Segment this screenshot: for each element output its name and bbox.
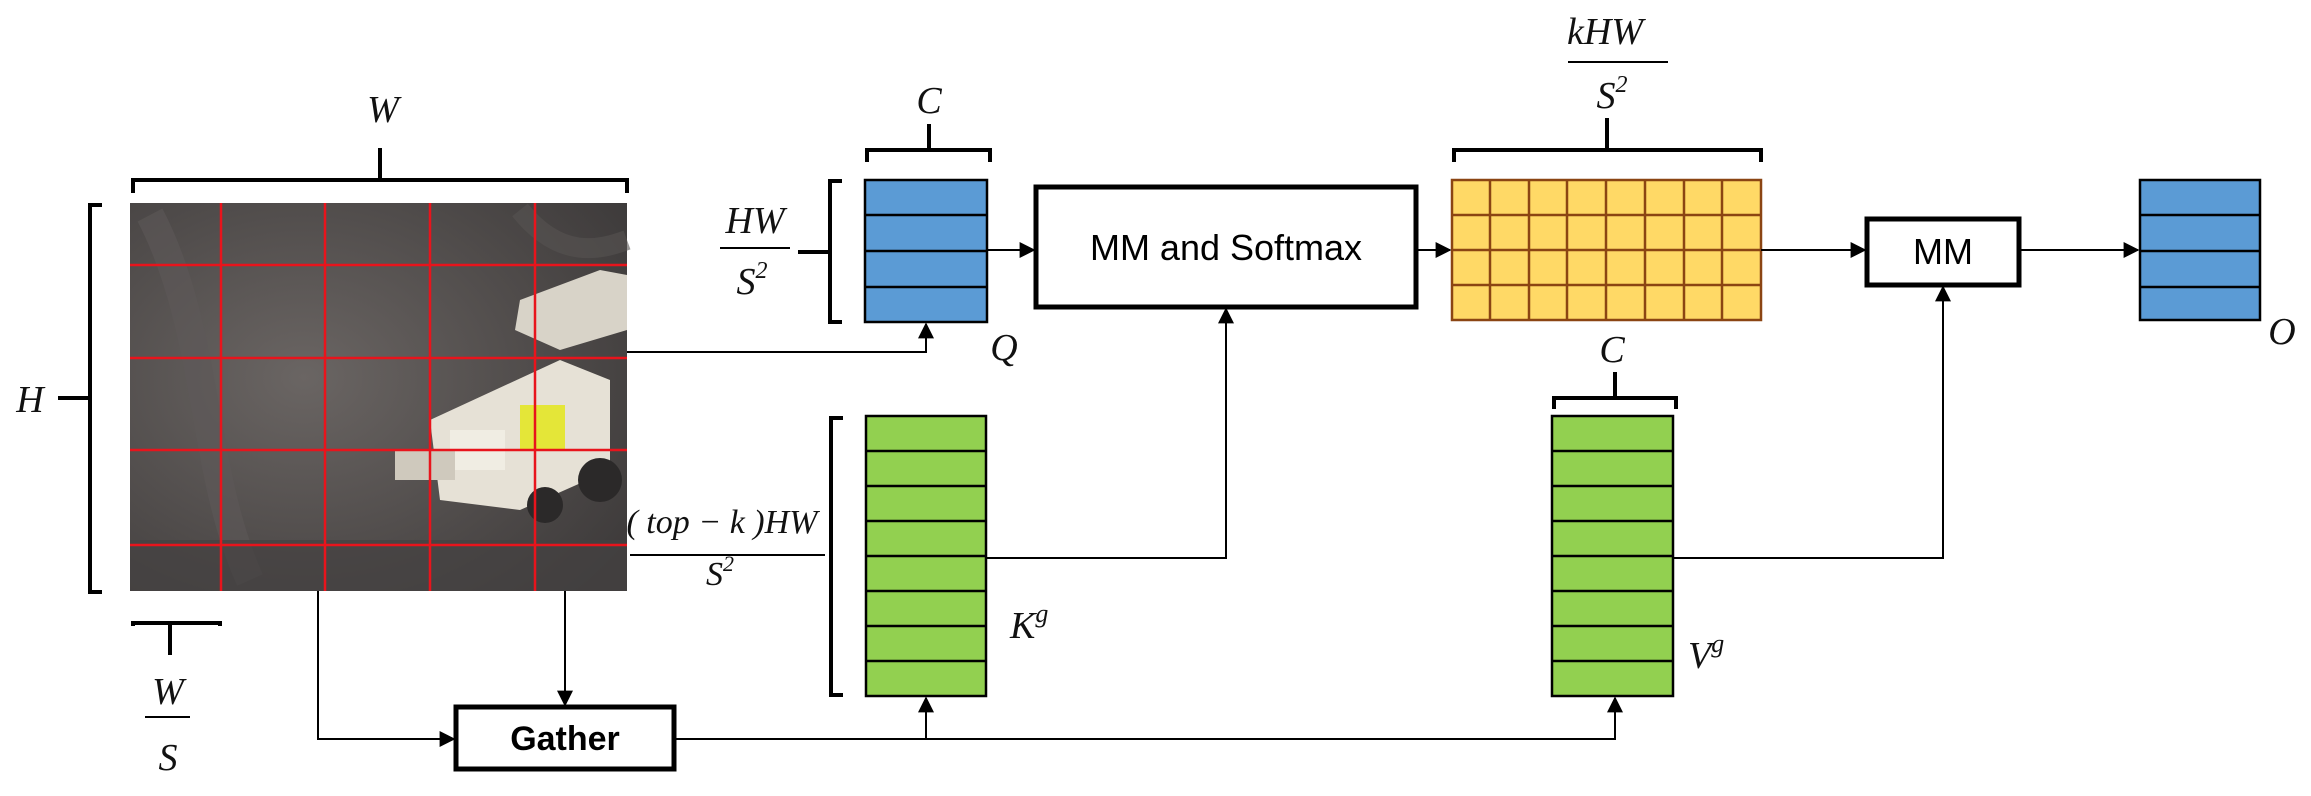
value-channels-label: C <box>1599 329 1625 371</box>
region-width-denominator: S <box>159 737 178 779</box>
output-matrix <box>2138 178 2262 322</box>
mm-softmax-label: MM and Softmax <box>1090 227 1362 268</box>
key-rows-denominator: S2 <box>706 551 734 593</box>
key-rows-numerator: ( top − k )HW <box>626 504 820 541</box>
query-rows-denominator: S2 <box>737 258 768 303</box>
key-name: Kg <box>1009 599 1048 647</box>
gather-box <box>453 704 677 772</box>
image-width-label: W <box>367 89 402 131</box>
query-matrix <box>863 178 989 324</box>
query-name: Q <box>990 327 1017 369</box>
arrow-v-to-mm <box>1673 285 1951 559</box>
attention-cols-denominator: S2 <box>1597 72 1628 117</box>
value-matrix <box>1550 414 1675 698</box>
value-name: Vg <box>1688 629 1724 677</box>
output-name: O <box>2268 311 2295 353</box>
region-width-numerator: W <box>152 671 187 713</box>
query-channels-label: C <box>916 80 942 122</box>
key-matrix <box>864 414 988 698</box>
value-channels-brace <box>1552 372 1678 409</box>
mm-label: MM <box>1913 231 1973 272</box>
query-channels-brace <box>865 124 992 162</box>
image-height-brace <box>58 203 102 594</box>
image-width-brace <box>131 148 629 193</box>
arrow-image-to-q <box>627 322 934 353</box>
attention-cols-numerator: kHW <box>1567 11 1646 53</box>
query-rows-numerator: HW <box>724 200 787 242</box>
arrow-image-to-gather-left <box>317 591 456 747</box>
attention-cols-brace <box>1452 118 1763 162</box>
image-height-label: H <box>15 379 46 421</box>
arrow-k-to-mm-softmax <box>986 307 1234 559</box>
key-rows-brace <box>829 416 843 697</box>
query-rows-brace <box>798 179 842 324</box>
arrow-gather-to-v <box>674 696 1623 740</box>
mm-box <box>1864 216 2022 288</box>
image-grid <box>130 203 627 591</box>
mm-softmax-box <box>1033 184 1419 310</box>
region-width-brace <box>131 621 222 655</box>
gather-label: Gather <box>510 720 620 758</box>
attention-matrix <box>1450 178 1763 322</box>
input-image <box>130 203 631 591</box>
connectors <box>317 242 2140 747</box>
